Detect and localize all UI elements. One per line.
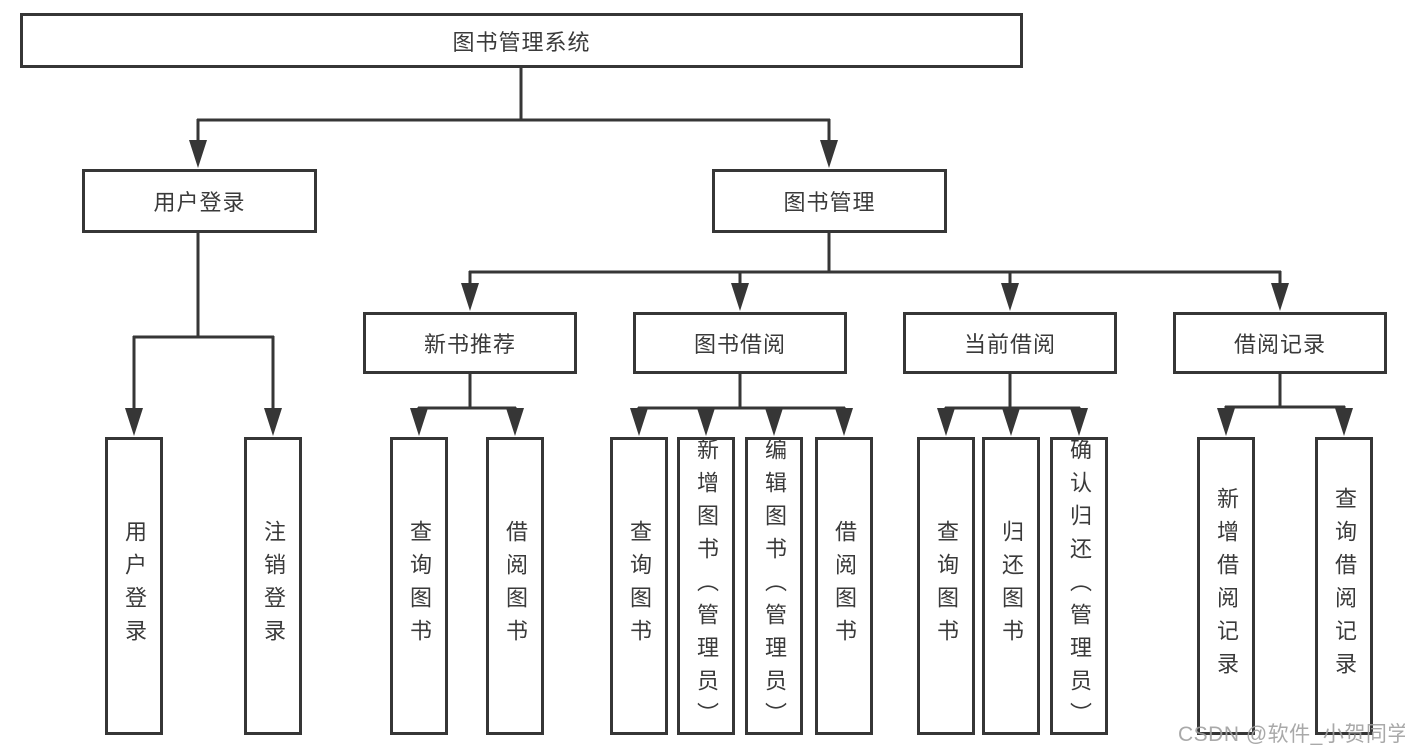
node-user-login: 用户登录 — [82, 169, 317, 233]
node-label: 查询图书 — [934, 520, 959, 652]
leaf-return-books: 归还图书 — [982, 437, 1040, 735]
node-label: 图书管理系统 — [452, 29, 591, 55]
leaf-add-book-admin: 新增图书（管理员） — [677, 437, 735, 735]
leaf-add-borrow-record: 新增借阅记录 — [1197, 437, 1255, 735]
node-label: 查询图书 — [407, 520, 432, 652]
leaf-edit-book-admin: 编辑图书（管理员） — [745, 437, 803, 735]
leaf-borrow-books-recommend: 借阅图书 — [486, 437, 544, 735]
node-label: 用户登录 — [153, 190, 246, 215]
node-label: 注销登录 — [261, 520, 286, 652]
node-label: 新增借阅记录 — [1214, 487, 1239, 685]
node-book-borrowing: 图书借阅 — [633, 312, 847, 374]
node-label: 借阅图书 — [832, 520, 857, 652]
node-label: 当前借阅 — [963, 332, 1056, 357]
leaf-query-books-borrow: 查询图书 — [610, 437, 668, 735]
leaf-borrow-books: 借阅图书 — [815, 437, 873, 735]
node-label: 查询借阅记录 — [1332, 487, 1357, 685]
node-borrowing-records: 借阅记录 — [1173, 312, 1387, 374]
leaf-user-login: 用户登录 — [105, 437, 163, 735]
node-library-system: 图书管理系统 — [20, 13, 1023, 68]
node-label: 图书借阅 — [693, 332, 786, 357]
node-current-borrowing: 当前借阅 — [903, 312, 1117, 374]
arrowhead-icons — [125, 140, 1353, 436]
leaf-query-borrow-record: 查询借阅记录 — [1315, 437, 1373, 735]
leaf-logout: 注销登录 — [244, 437, 302, 735]
csdn-watermark: CSDN @软件_小贺同学 — [1178, 723, 1405, 746]
node-book-management: 图书管理 — [712, 169, 947, 233]
node-label: 新增图书（管理员） — [694, 437, 719, 735]
node-label: 用户登录 — [122, 520, 147, 652]
node-label: 借阅图书 — [503, 520, 528, 652]
leaf-query-books-current: 查询图书 — [917, 437, 975, 735]
node-label: 图书管理 — [783, 190, 876, 215]
leaf-confirm-return-admin: 确认归还（管理员） — [1050, 437, 1108, 735]
node-label: 查询图书 — [627, 520, 652, 652]
node-label: 新书推荐 — [423, 332, 516, 357]
node-label: 确认归还（管理员） — [1067, 437, 1092, 735]
node-label: 借阅记录 — [1233, 332, 1326, 357]
node-label: 编辑图书（管理员） — [762, 437, 787, 735]
leaf-query-books-recommend: 查询图书 — [390, 437, 448, 735]
node-new-book-recommend: 新书推荐 — [363, 312, 577, 374]
node-label: 归还图书 — [999, 520, 1024, 652]
